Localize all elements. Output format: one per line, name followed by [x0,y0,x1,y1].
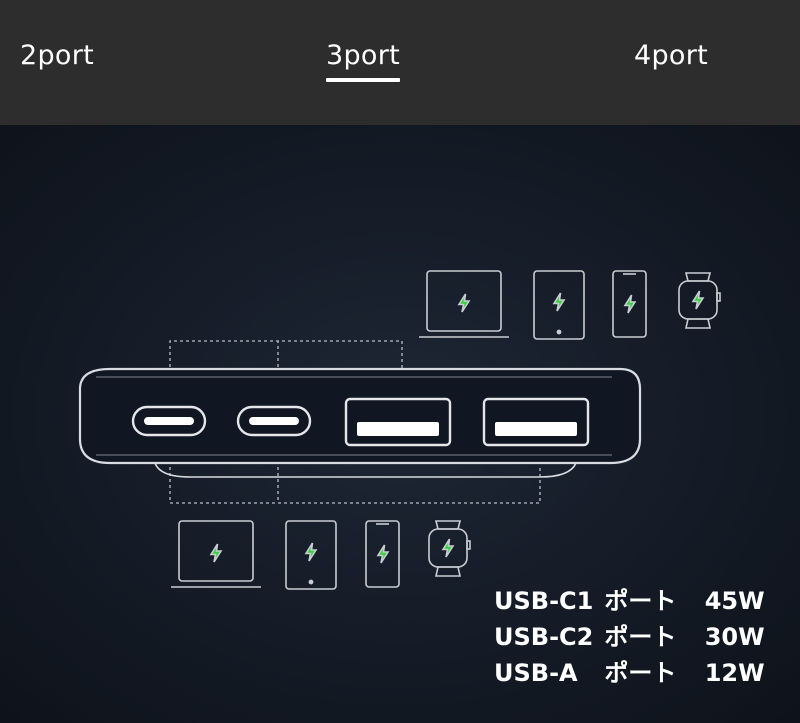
spec-port-name: USB-C2 [494,623,594,651]
tab-3port-label: 3port [326,40,401,71]
tab-2port[interactable]: 2port [20,40,94,90]
tab-4port-label: 4port [634,40,709,71]
spec-usb-c1: USB-C1 ポート 45W [494,583,765,619]
port-output-spec: USB-C1 ポート 45W USB-C2 ポート 30W USB-A ポート … [494,583,765,691]
tablet-icon [533,270,585,340]
spec-port-label: ポート [604,587,677,615]
spec-wattage: 45W [704,587,765,615]
tab-3port[interactable]: 3port [326,40,401,90]
bottom-connector-lines [169,437,541,504]
spec-port-label: ポート [604,623,677,651]
spec-port-name: USB-C1 [494,587,594,615]
spec-port-label: ポート [604,659,677,687]
watch-icon [428,520,471,577]
port-tab-bar: 2port 3port 4port [0,0,800,125]
phone-icon [612,270,647,338]
laptop-icon [171,520,261,588]
power-bank-diagram [78,270,721,590]
usb-c2-port [236,405,312,437]
tab-2port-label: 2port [20,40,95,71]
usb-c1-port [131,405,207,437]
spec-usb-c2: USB-C2 ポート 30W [494,619,765,655]
product-illustration: USB-C1 ポート 45W USB-C2 ポート 30W USB-A ポート … [0,125,800,723]
spec-port-name: USB-A [494,659,578,687]
spec-usb-a: USB-A ポート 12W [494,655,765,691]
power-bank [78,367,642,478]
tablet-icon [285,520,337,590]
phone-icon [365,520,400,588]
laptop-icon [419,270,509,338]
spec-wattage: 30W [704,623,765,651]
watch-icon [678,272,721,329]
usb-a1-port [344,397,452,447]
usb-a2-port [482,397,590,447]
tab-4port[interactable]: 4port [634,40,708,90]
spec-wattage: 12W [704,659,765,687]
tab-3port-active-underline [326,78,401,82]
